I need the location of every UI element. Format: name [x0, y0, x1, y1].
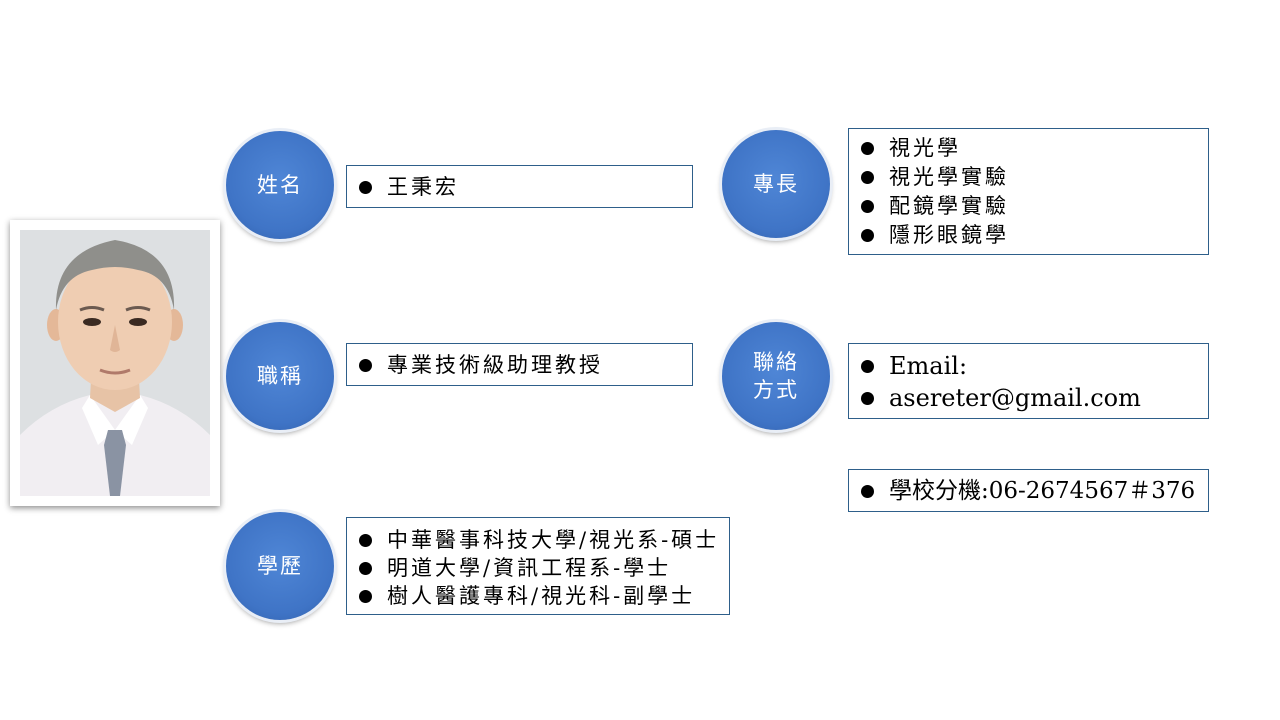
email-address: asereter@gmail.com — [849, 382, 1208, 414]
specialty-box: 視光學 視光學實驗 配鏡學實驗 隱形眼鏡學 — [848, 128, 1209, 255]
contact-item: Email: — [849, 350, 1208, 382]
label-name-text: 姓名 — [257, 173, 303, 197]
label-contact-line2: 方式 — [753, 378, 799, 402]
specialty-item: 配鏡學實驗 — [849, 192, 1208, 221]
portrait-image — [20, 230, 210, 496]
name-box: 王秉宏 — [346, 165, 693, 208]
extension-box: 學校分機:06-2674567＃376 — [848, 469, 1209, 512]
label-contact: 聯絡 方式 — [722, 322, 830, 430]
specialty-item: 視光學 — [849, 134, 1208, 163]
portrait-photo — [20, 230, 210, 496]
name-item: 王秉宏 — [347, 174, 692, 200]
specialty-item: 視光學實驗 — [849, 163, 1208, 192]
label-specialty-text: 專長 — [753, 172, 799, 196]
label-name: 姓名 — [226, 131, 334, 239]
label-title-text: 職稱 — [257, 364, 303, 388]
extension-item: 學校分機:06-2674567＃376 — [849, 476, 1208, 506]
specialty-item: 隱形眼鏡學 — [849, 221, 1208, 250]
label-education-text: 學歷 — [257, 554, 303, 578]
education-item: 明道大學/資訊工程系-學士 — [347, 554, 729, 582]
portrait-photo-frame — [10, 220, 220, 506]
title-box: 專業技術級助理教授 — [346, 343, 693, 386]
label-education: 學歷 — [226, 512, 334, 620]
label-contact-line1: 聯絡 — [753, 350, 799, 374]
education-item: 樹人醫護專科/視光科-副學士 — [347, 582, 729, 610]
education-item: 中華醫事科技大學/視光系-碩士 — [347, 526, 729, 554]
education-box: 中華醫事科技大學/視光系-碩士 明道大學/資訊工程系-學士 樹人醫護專科/視光科… — [346, 517, 730, 615]
title-item: 專業技術級助理教授 — [347, 352, 692, 378]
label-specialty: 專長 — [722, 130, 830, 238]
label-title: 職稱 — [226, 322, 334, 430]
contact-box: Email: asereter@gmail.com — [848, 343, 1209, 419]
